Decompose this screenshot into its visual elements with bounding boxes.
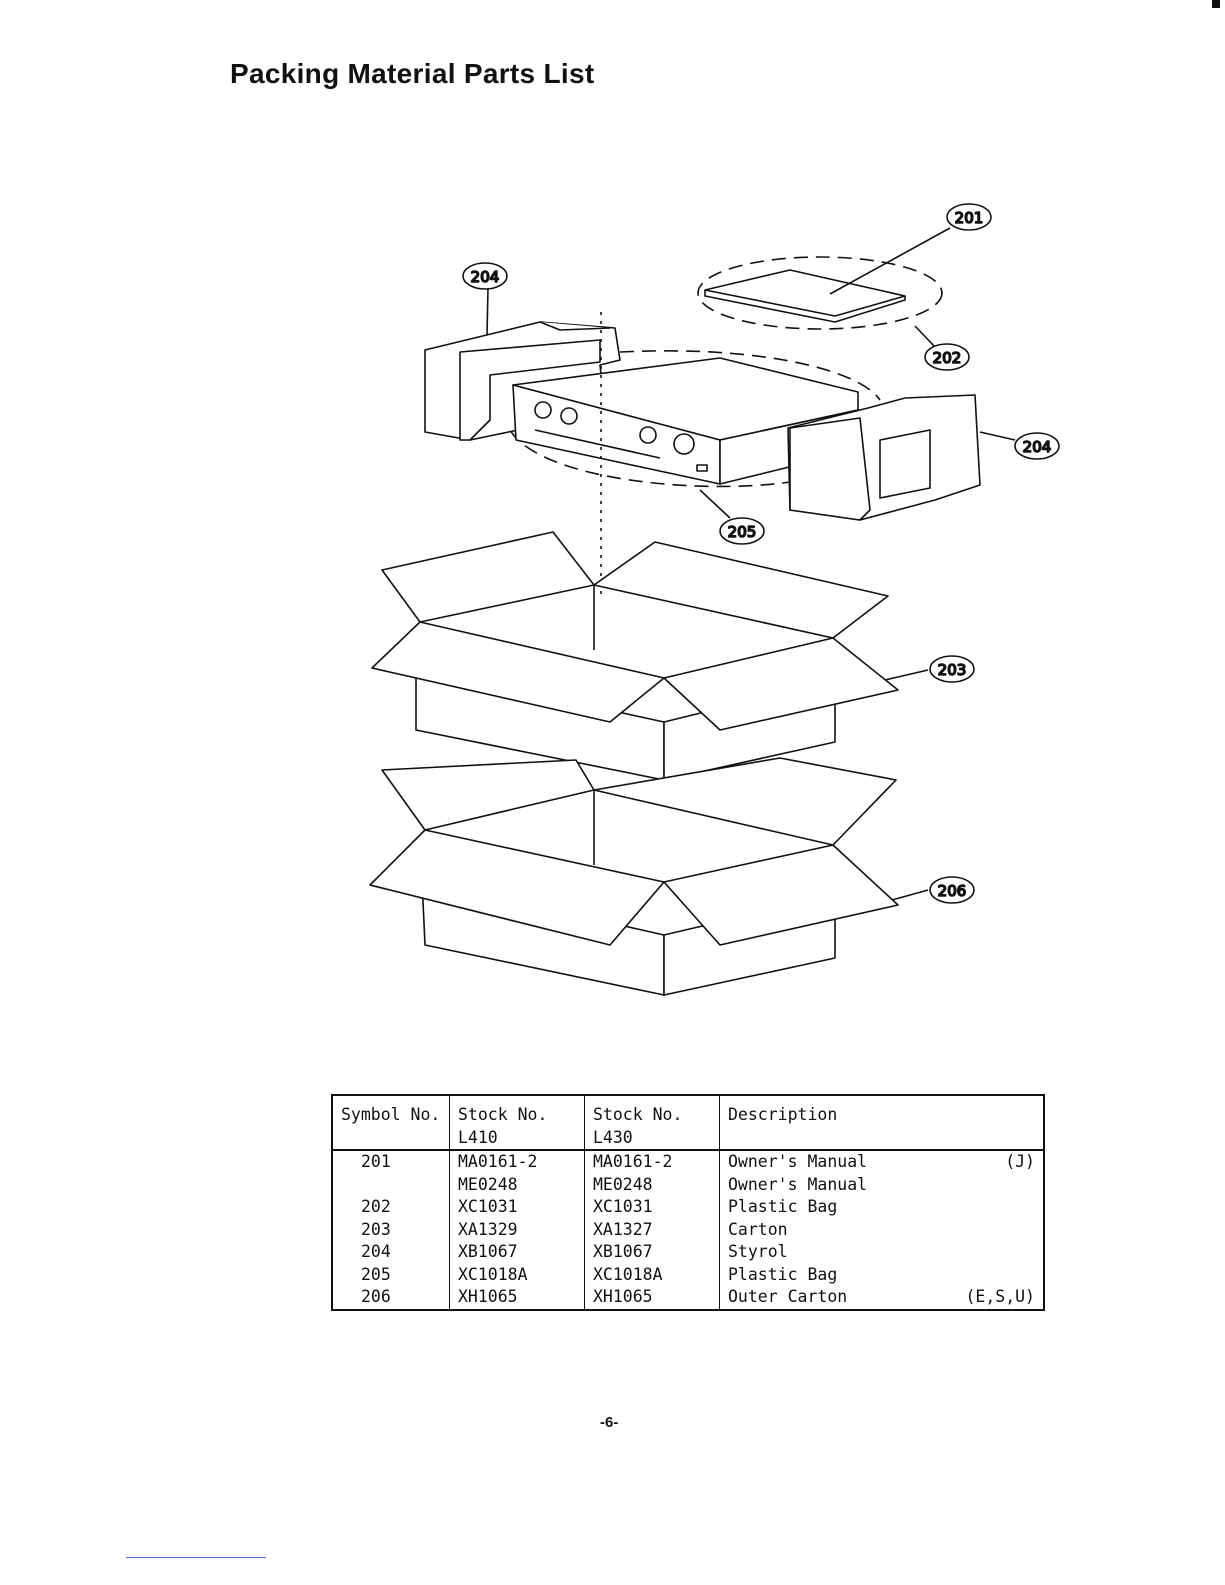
symbol-cell: 203: [331, 1218, 450, 1241]
stock-l410-cell: XH1065: [449, 1286, 585, 1310]
header-symbol-no: Symbol No.: [331, 1095, 450, 1150]
header-stock-no-l410: Stock No.L410: [449, 1095, 585, 1150]
page-number: -6-: [600, 1414, 619, 1431]
description-cell: Plastic Bag: [719, 1196, 928, 1219]
symbol-cell: 206: [331, 1286, 450, 1310]
svg-text:204: 204: [471, 268, 500, 286]
note-cell: (E,S,U): [965, 1287, 1035, 1306]
stock-l430-cell: XB1067: [584, 1241, 720, 1264]
stock-l430-cell: XC1031: [584, 1196, 720, 1219]
header-stock-no-l430: Stock No.L430: [584, 1095, 720, 1150]
callout-201: 201: [946, 203, 992, 231]
description-cell: Plastic Bag: [719, 1263, 928, 1286]
stock-l430-cell: XC1018A: [584, 1263, 720, 1286]
callout-205: 205: [719, 517, 765, 545]
note-cell: [928, 1196, 1044, 1219]
symbol-cell: 205: [331, 1263, 450, 1286]
styrol-204-right: [787, 394, 981, 521]
svg-text:202: 202: [933, 349, 962, 367]
stock-l410-cell: XC1031: [449, 1196, 585, 1219]
stock-l430-cell: XA1327: [584, 1218, 720, 1241]
table-header-row: Symbol No. Stock No.L410 Stock No.L430 D…: [331, 1095, 1044, 1150]
svg-text:203: 203: [938, 661, 967, 679]
callout-203: 203: [929, 655, 975, 683]
symbol-cell: [331, 1173, 450, 1196]
description-cell: Styrol: [719, 1241, 928, 1264]
plastic-bag-202: [697, 256, 943, 330]
footer-rule: [126, 1557, 266, 1558]
exploded-packing-diagram: 201 202 204 204 205 203 206: [369, 203, 1060, 996]
stock-l410-cell: XB1067: [449, 1241, 585, 1264]
outer-carton-206: [369, 757, 899, 996]
note-cell: [928, 1219, 1044, 1242]
stock-l430-cell: MA0161-2: [584, 1150, 720, 1174]
callout-204-left: 204: [462, 262, 508, 290]
stock-l410-cell: MA0161-2: [449, 1150, 585, 1174]
plastic-bag-205: [509, 429, 791, 488]
corner-mark: [1212, 0, 1220, 8]
symbol-cell: 204: [331, 1241, 450, 1264]
note-cell: [928, 1264, 1044, 1287]
symbol-cell: 202: [331, 1196, 450, 1219]
callout-202: 202: [924, 343, 970, 371]
svg-text:206: 206: [938, 882, 967, 900]
stock-l410-cell: XC1018A: [449, 1263, 585, 1286]
svg-text:205: 205: [728, 523, 757, 541]
description-cell: Owner's Manual: [719, 1150, 928, 1174]
carton-203: [371, 531, 899, 781]
description-cell: Owner's Manual: [719, 1173, 928, 1196]
parts-table: Symbol No. Stock No.L410 Stock No.L430 D…: [331, 1094, 1045, 1311]
description-cell: Carton: [719, 1218, 928, 1241]
callout-204-right: 204: [1014, 432, 1060, 460]
description-cell: Outer Carton: [719, 1286, 928, 1310]
stock-l410-cell: XA1329: [449, 1218, 585, 1241]
svg-text:201: 201: [955, 209, 984, 227]
callout-206: 206: [929, 876, 975, 904]
symbol-cell: 201: [331, 1150, 450, 1174]
page-title: Packing Material Parts List: [230, 58, 595, 89]
note-cell: (J): [1005, 1152, 1035, 1171]
header-description: Description: [719, 1095, 1044, 1150]
stock-l430-cell: ME0248: [584, 1173, 720, 1196]
stock-l430-cell: XH1065: [584, 1286, 720, 1310]
svg-text:204: 204: [1023, 438, 1052, 456]
note-cell: [928, 1241, 1044, 1264]
note-cell: [928, 1174, 1044, 1197]
stock-l410-cell: ME0248: [449, 1173, 585, 1196]
